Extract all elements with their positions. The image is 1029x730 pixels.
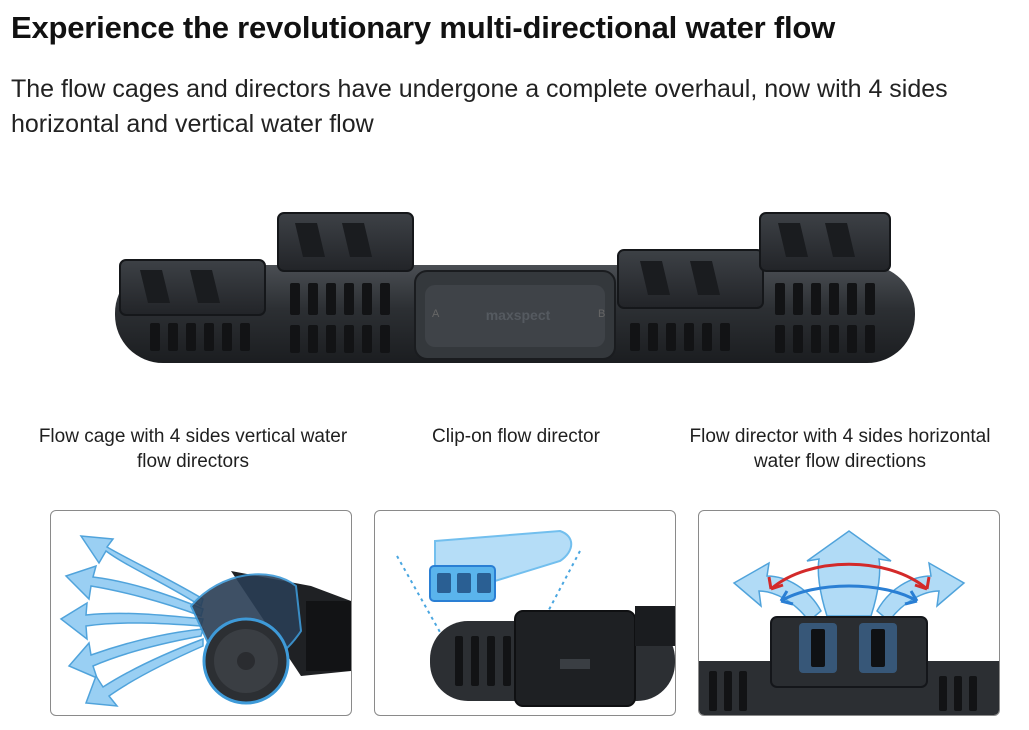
right-grille <box>630 283 875 353</box>
feature-caption-clip-on-director: Clip-on flow director <box>432 426 600 447</box>
flow-director-box <box>277 212 414 272</box>
feature-caption-flow-cage: Flow cage with 4 sides vertical water fl… <box>38 426 348 472</box>
pump-product-image: maxspect A B <box>115 212 915 363</box>
horizontal-director-illustration <box>699 530 999 715</box>
feature-panel-clip-on-director <box>374 510 676 716</box>
side-label-b: B <box>598 308 605 320</box>
clip-on-director <box>429 529 573 602</box>
flow-cage-illustration <box>59 535 351 707</box>
page-subtitle: The flow cages and directors have underg… <box>11 75 948 138</box>
feature-panel-horizontal-director <box>698 510 1000 716</box>
water-flow-arrows <box>732 530 966 623</box>
water-flow-arrows <box>59 535 205 707</box>
left-grille <box>150 283 390 353</box>
feature-caption-horizontal-director: Flow director with 4 sides horizontal wa… <box>689 426 991 472</box>
flow-director-box <box>759 212 891 272</box>
page-title: Experience the revolutionary multi-direc… <box>11 10 836 45</box>
clip-on-director-illustration <box>396 529 675 707</box>
side-label-a: A <box>432 308 440 320</box>
flow-director-box <box>617 249 764 309</box>
flow-director-box <box>119 259 266 316</box>
brand-logo-text: maxspect <box>486 307 551 323</box>
feature-panel-flow-cage <box>50 510 352 716</box>
